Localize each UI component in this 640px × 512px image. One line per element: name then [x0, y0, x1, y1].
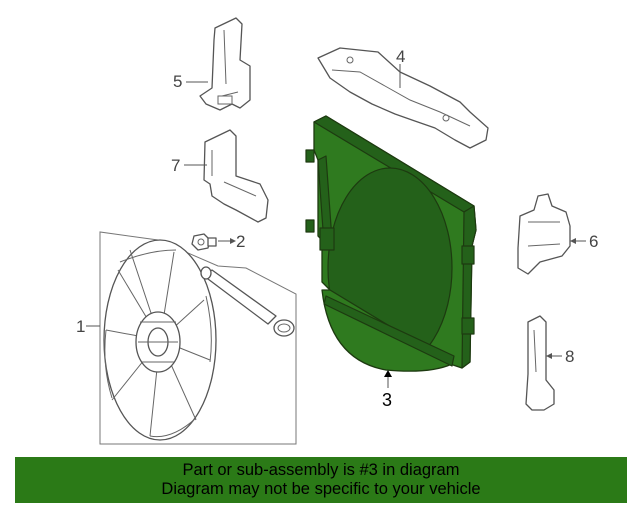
banner-line-1: Part or sub-assembly is #3 in diagram [182, 461, 460, 479]
part-7-bracket [203, 129, 269, 223]
leader-6-arrow [570, 238, 576, 244]
part-8-bracket [525, 315, 555, 411]
part-2-bolt [191, 233, 217, 251]
part-4-upper-bracket [317, 47, 489, 149]
fitment-banner: Part or sub-assembly is #3 in diagram Di… [15, 457, 627, 503]
part-5-bracket [199, 17, 251, 111]
callout-5: 5 [173, 72, 183, 91]
callout-2: 2 [236, 232, 246, 251]
callout-1: 1 [76, 317, 86, 336]
callout-7: 7 [171, 156, 181, 175]
callout-6: 6 [589, 232, 599, 251]
part-3-fan-shroud [305, 115, 477, 372]
leader-8-arrow [546, 353, 552, 359]
callout-4: 4 [396, 47, 406, 66]
leader-2-arrow [230, 238, 236, 244]
callout-8: 8 [565, 347, 575, 366]
banner-line-2: Diagram may not be specific to your vehi… [161, 480, 481, 498]
parts-diagram [86, 17, 586, 445]
part-1-fan-assembly [99, 231, 297, 445]
callout-3: 3 [382, 390, 393, 410]
part-6-bracket [517, 193, 571, 275]
leader-3-arrow [384, 370, 392, 377]
